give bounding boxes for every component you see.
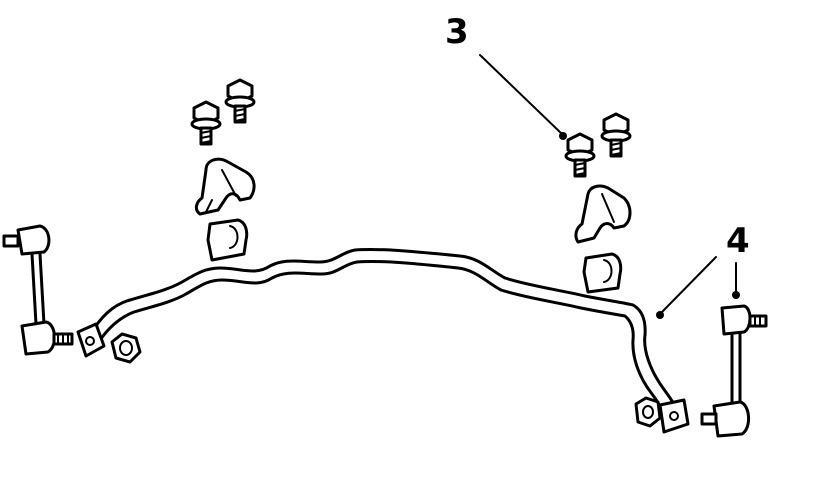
callout-4-label: 4 — [726, 221, 750, 261]
flange-nut-right — [634, 396, 662, 428]
flange-nut-left — [110, 332, 142, 364]
stabilizer-link-left — [2, 224, 74, 356]
callout-3-leader — [479, 54, 567, 140]
flange-bolt-right-front — [564, 132, 596, 178]
callout-4-leader-bar — [656, 256, 717, 319]
bushing-left — [206, 218, 249, 262]
bushing-right — [582, 252, 623, 294]
bushing-bracket-right — [574, 184, 632, 244]
callout-3-label: 3 — [445, 12, 469, 52]
flange-bolt-right-rear — [600, 112, 632, 158]
callout-4-leader-link — [732, 262, 740, 299]
bushing-bracket-left — [194, 157, 256, 216]
flange-bolt-left-front — [190, 100, 222, 146]
stabilizer-link-right — [700, 304, 768, 438]
flange-bolt-left-rear — [224, 78, 256, 124]
stabilizer-bar — [76, 247, 690, 434]
